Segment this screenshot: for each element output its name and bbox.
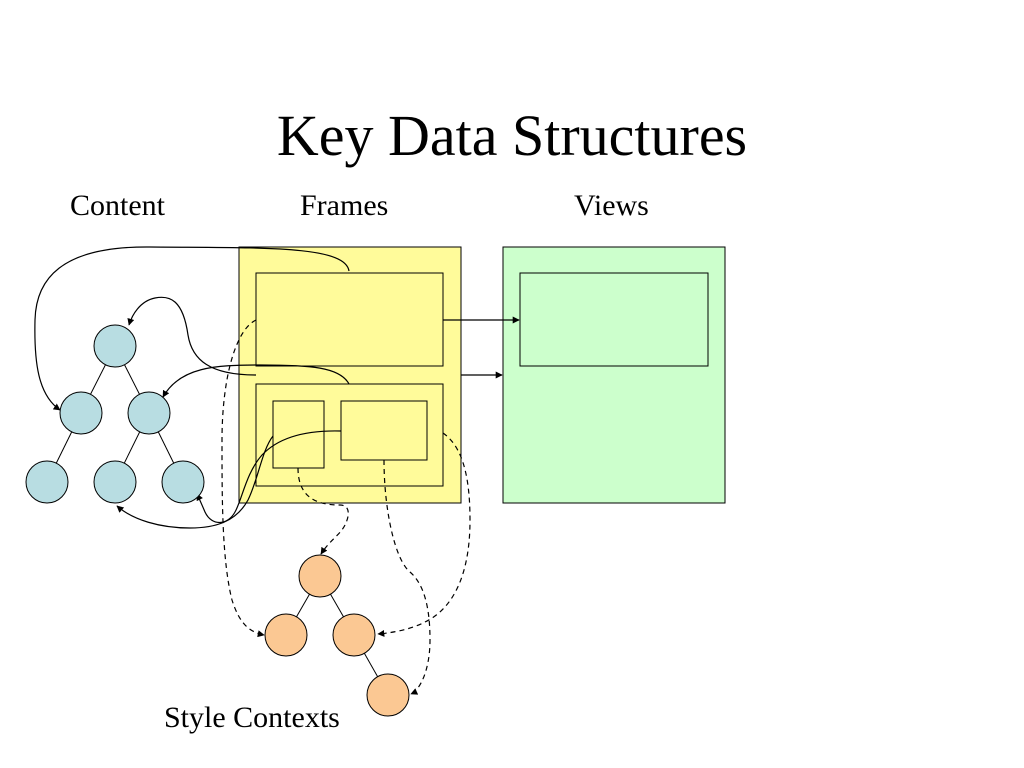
content-node-right [127,391,171,435]
style-link-small-frame [297,467,349,555]
frames-panel [238,246,462,504]
views-column-label: Views [574,189,649,222]
slide-title: Key Data Structures [276,103,748,168]
content-tree [25,324,205,504]
frame-to-content-links [34,246,350,529]
content-node-leaf-3 [161,460,205,504]
content-node-leaf-2 [93,460,137,504]
view-box-inner [519,272,709,367]
style-contexts-label: Style Contexts [164,701,340,734]
style-node-leaf [366,673,410,717]
style-node-left [264,613,308,657]
style-link-right-frame [383,459,431,695]
frame-to-style-links [221,319,471,695]
style-link-bottom-frame [377,432,471,637]
views-panel [502,246,726,504]
link-bottom-frame-to-right-child [162,364,350,398]
content-node-root [93,324,137,368]
content-column-label: Content [70,189,165,222]
content-node-left [59,391,103,435]
style-node-right [332,613,376,657]
style-context-tree [264,554,410,717]
frames-column-label: Frames [300,189,389,222]
link-top-frame-to-left-child [34,246,350,411]
link-top-frame-to-root [127,296,257,376]
link-right-frame-to-leaf-right [196,430,342,524]
style-link-top-frame [221,319,265,638]
frame-box-bottom [255,383,444,487]
style-node-root [298,554,342,598]
content-node-leaf-1 [25,460,69,504]
